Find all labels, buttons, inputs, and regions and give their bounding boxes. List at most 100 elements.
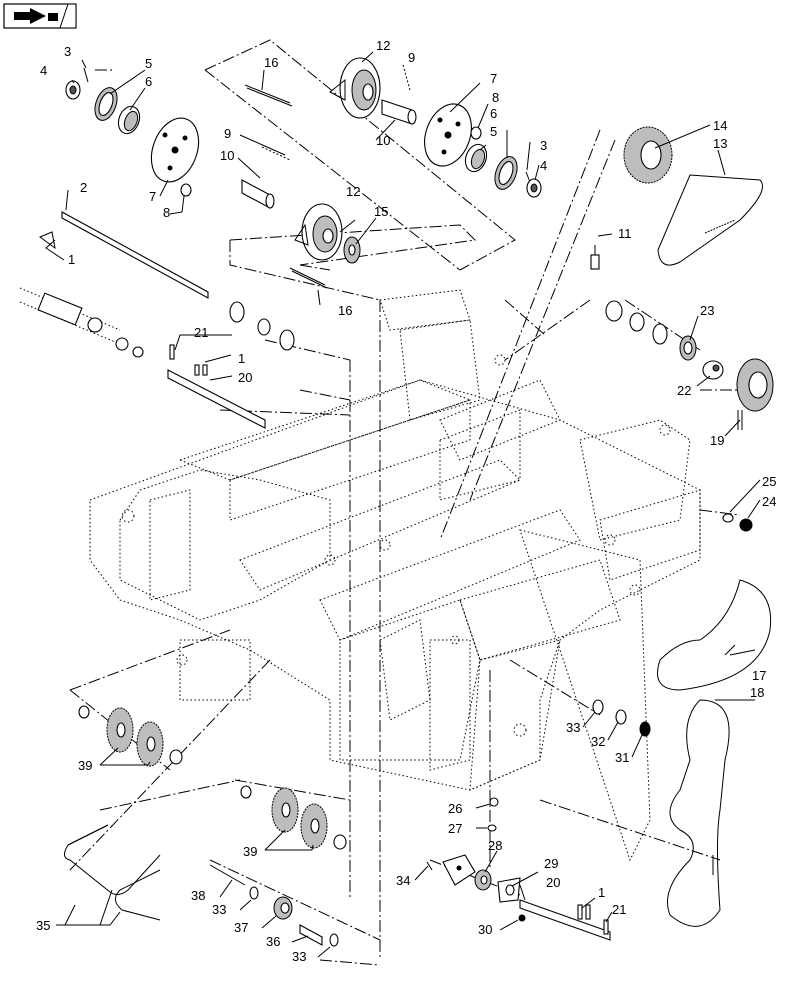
key-1a bbox=[38, 231, 56, 250]
callout-label: 8 bbox=[163, 205, 170, 220]
callout-label: 9 bbox=[224, 126, 231, 141]
bearing-housing-12a bbox=[329, 57, 381, 119]
callout-label: 16 bbox=[264, 55, 278, 70]
callout-label: 10 bbox=[220, 148, 234, 163]
key-21b bbox=[603, 919, 609, 935]
chain-17 bbox=[657, 579, 772, 691]
callout-label: 1 bbox=[238, 351, 245, 366]
forward-arrow-icon[interactable] bbox=[3, 3, 77, 29]
sprocket-39b bbox=[240, 785, 347, 850]
flange-bearing-left bbox=[229, 301, 295, 351]
callout-label: 23 bbox=[700, 303, 714, 318]
key-1c bbox=[577, 904, 591, 920]
callout-label: 3 bbox=[64, 44, 71, 59]
callout-label: 25 bbox=[762, 474, 776, 489]
pin-3a bbox=[83, 67, 89, 83]
callout-label: 12 bbox=[346, 184, 360, 199]
callout-label: 37 bbox=[234, 920, 248, 935]
bearing-cap-4a bbox=[65, 80, 81, 100]
washer-25 bbox=[722, 513, 734, 523]
callout-label: 4 bbox=[40, 63, 47, 78]
shaft-10a bbox=[381, 99, 417, 125]
callout-label: 33 bbox=[566, 720, 580, 735]
callout-label: 31 bbox=[615, 750, 629, 765]
callout-label: 35 bbox=[36, 918, 50, 933]
key-9b bbox=[261, 146, 291, 161]
sprocket-39a bbox=[78, 705, 183, 767]
callout-label: 34 bbox=[396, 873, 410, 888]
callout-label: 11 bbox=[618, 226, 632, 241]
sprocket-14 bbox=[623, 126, 673, 184]
pin-34 bbox=[426, 861, 433, 871]
bolt-16b bbox=[289, 267, 328, 289]
nut-31 bbox=[639, 721, 651, 737]
callout-label: 18 bbox=[750, 685, 764, 700]
callout-label: 16 bbox=[338, 303, 352, 318]
callout-label: 9 bbox=[408, 50, 415, 65]
callout-label: 7 bbox=[490, 71, 497, 86]
bushing-33-right bbox=[592, 699, 604, 715]
callout-label: 21 bbox=[194, 325, 208, 340]
nut-8a bbox=[180, 183, 192, 197]
callout-label: 24 bbox=[762, 494, 776, 509]
key-21a bbox=[169, 344, 175, 360]
callout-label: 19 bbox=[710, 433, 724, 448]
flange-bearing-right bbox=[605, 300, 668, 345]
callout-label: 1 bbox=[598, 885, 605, 900]
sprocket-15 bbox=[343, 236, 361, 264]
snap-ring-5b bbox=[494, 156, 518, 190]
callout-label: 38 bbox=[191, 888, 205, 903]
grease-fitting-11 bbox=[590, 245, 600, 270]
callout-label: 6 bbox=[490, 106, 497, 121]
shaft-10b bbox=[241, 179, 275, 209]
nut-24 bbox=[739, 518, 753, 532]
nut-8b bbox=[470, 126, 482, 140]
idler-37 bbox=[273, 896, 293, 920]
callout-label: 39 bbox=[78, 758, 92, 773]
shaft-2 bbox=[61, 211, 209, 299]
snap-ring-5a bbox=[94, 87, 118, 121]
u-bolt-35 bbox=[64, 824, 161, 921]
callout-label: 3 bbox=[540, 138, 547, 153]
flange-plate-7b bbox=[424, 103, 472, 167]
spacer-36 bbox=[299, 924, 323, 946]
callout-label: 4 bbox=[540, 158, 547, 173]
chain-13 bbox=[657, 174, 763, 266]
main-frame bbox=[89, 289, 701, 862]
callout-label: 8 bbox=[492, 90, 499, 105]
sensor-disc-19 bbox=[736, 358, 774, 430]
callout-label: 7 bbox=[149, 189, 156, 204]
callout-label: 36 bbox=[266, 934, 280, 949]
callout-label: 22 bbox=[677, 383, 691, 398]
chain-18 bbox=[667, 699, 730, 927]
bearing-6b bbox=[464, 143, 488, 173]
callout-label: 27 bbox=[448, 821, 462, 836]
shaft-20b bbox=[519, 899, 611, 941]
washer-32 bbox=[615, 709, 627, 725]
callout-label: 20 bbox=[238, 370, 252, 385]
callout-labels: 3 4 5 6 7 8 2 1 9 10 16 12 9 10 12 15 16… bbox=[36, 38, 776, 964]
callout-label: 29 bbox=[544, 856, 558, 871]
callout-label: 26 bbox=[448, 801, 462, 816]
set-screw-26 bbox=[489, 797, 499, 807]
callout-label: 1 bbox=[68, 252, 75, 267]
bearing-6a bbox=[117, 105, 141, 135]
callout-label: 14 bbox=[713, 118, 727, 133]
leader-lines bbox=[45, 51, 761, 958]
grease-30 bbox=[518, 914, 526, 922]
bolt-16a bbox=[244, 84, 293, 107]
bolt-38 bbox=[209, 864, 246, 886]
key-1b bbox=[194, 364, 208, 376]
callout-label: 21 bbox=[612, 902, 626, 917]
bearing-28 bbox=[474, 869, 492, 891]
flange-plate-7a bbox=[150, 117, 200, 183]
callout-label: 33 bbox=[292, 949, 306, 964]
callout-label: 33 bbox=[212, 902, 226, 917]
driveline bbox=[19, 287, 144, 358]
shaft-20a bbox=[167, 369, 266, 429]
callout-label: 6 bbox=[145, 74, 152, 89]
bearing-housing-12b bbox=[294, 203, 343, 261]
callout-label: 15 bbox=[374, 204, 388, 219]
pin-3b bbox=[525, 171, 531, 183]
